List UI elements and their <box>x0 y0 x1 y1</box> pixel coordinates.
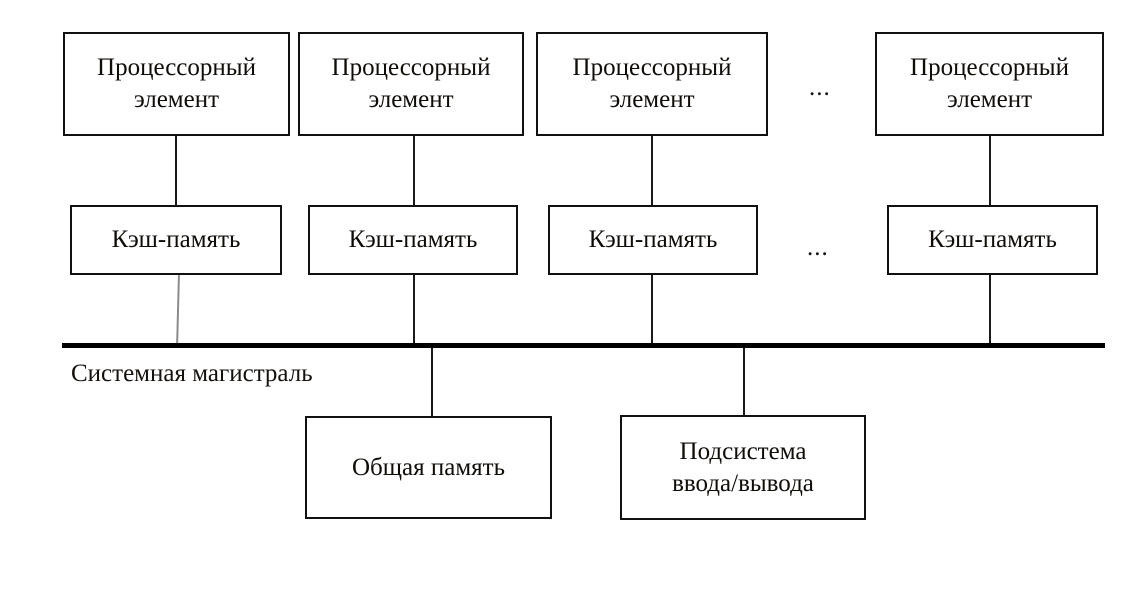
cache-memory-label-1: Кэш-память <box>111 226 241 253</box>
io-subsystem-box[interactable]: Подсистема ввода/вывода <box>620 415 866 520</box>
processor-element-label-4: Процессорный элемент <box>910 54 1069 113</box>
processor-element-label-2: Процессорный элемент <box>331 54 491 113</box>
io-subsystem-label: Подсистема ввода/вывода <box>672 437 814 497</box>
shared-memory-label: Общая память <box>352 453 505 481</box>
shared-memory-box[interactable]: Общая память <box>305 416 552 519</box>
connector-cache1-to-bus <box>176 275 180 347</box>
processor-element-box-4[interactable]: Процессорный элемент <box>875 32 1104 136</box>
ellipsis-processor-row: ... <box>809 74 831 101</box>
processor-element-label-1: Процессорный элемент <box>97 54 256 113</box>
connector-cache3-to-bus <box>651 275 653 347</box>
connector-pe4-to-cache4 <box>989 136 991 206</box>
processor-element-box-2[interactable]: Процессорный элемент <box>298 32 524 136</box>
processor-element-box-1[interactable]: Процессорный элемент <box>63 32 290 136</box>
cache-memory-label-3: Кэш-память <box>588 226 718 253</box>
ellipsis-cache-row: ... <box>807 234 829 261</box>
system-bus-line[interactable] <box>62 343 1105 348</box>
connector-cache2-to-bus <box>413 275 415 347</box>
connector-pe3-to-cache3 <box>651 136 653 206</box>
connector-bus-to-io-subsystem <box>743 347 745 417</box>
system-bus-label: Системная магистраль <box>71 360 313 387</box>
cache-memory-label-4: Кэш-память <box>928 226 1057 253</box>
connector-pe2-to-cache2 <box>413 136 415 206</box>
cache-memory-box-3[interactable]: Кэш-память <box>548 205 758 275</box>
cache-memory-label-2: Кэш-память <box>348 226 478 253</box>
processor-element-box-3[interactable]: Процессорный элемент <box>536 32 768 136</box>
connector-cache4-to-bus <box>989 275 991 347</box>
cache-memory-box-2[interactable]: Кэш-память <box>308 205 518 275</box>
processor-element-label-3: Процессорный элемент <box>572 54 732 113</box>
cache-memory-box-1[interactable]: Кэш-память <box>70 205 282 275</box>
cache-memory-box-4[interactable]: Кэш-память <box>887 205 1098 275</box>
connector-pe1-to-cache1 <box>175 136 177 206</box>
connector-bus-to-shared-memory <box>431 347 433 417</box>
